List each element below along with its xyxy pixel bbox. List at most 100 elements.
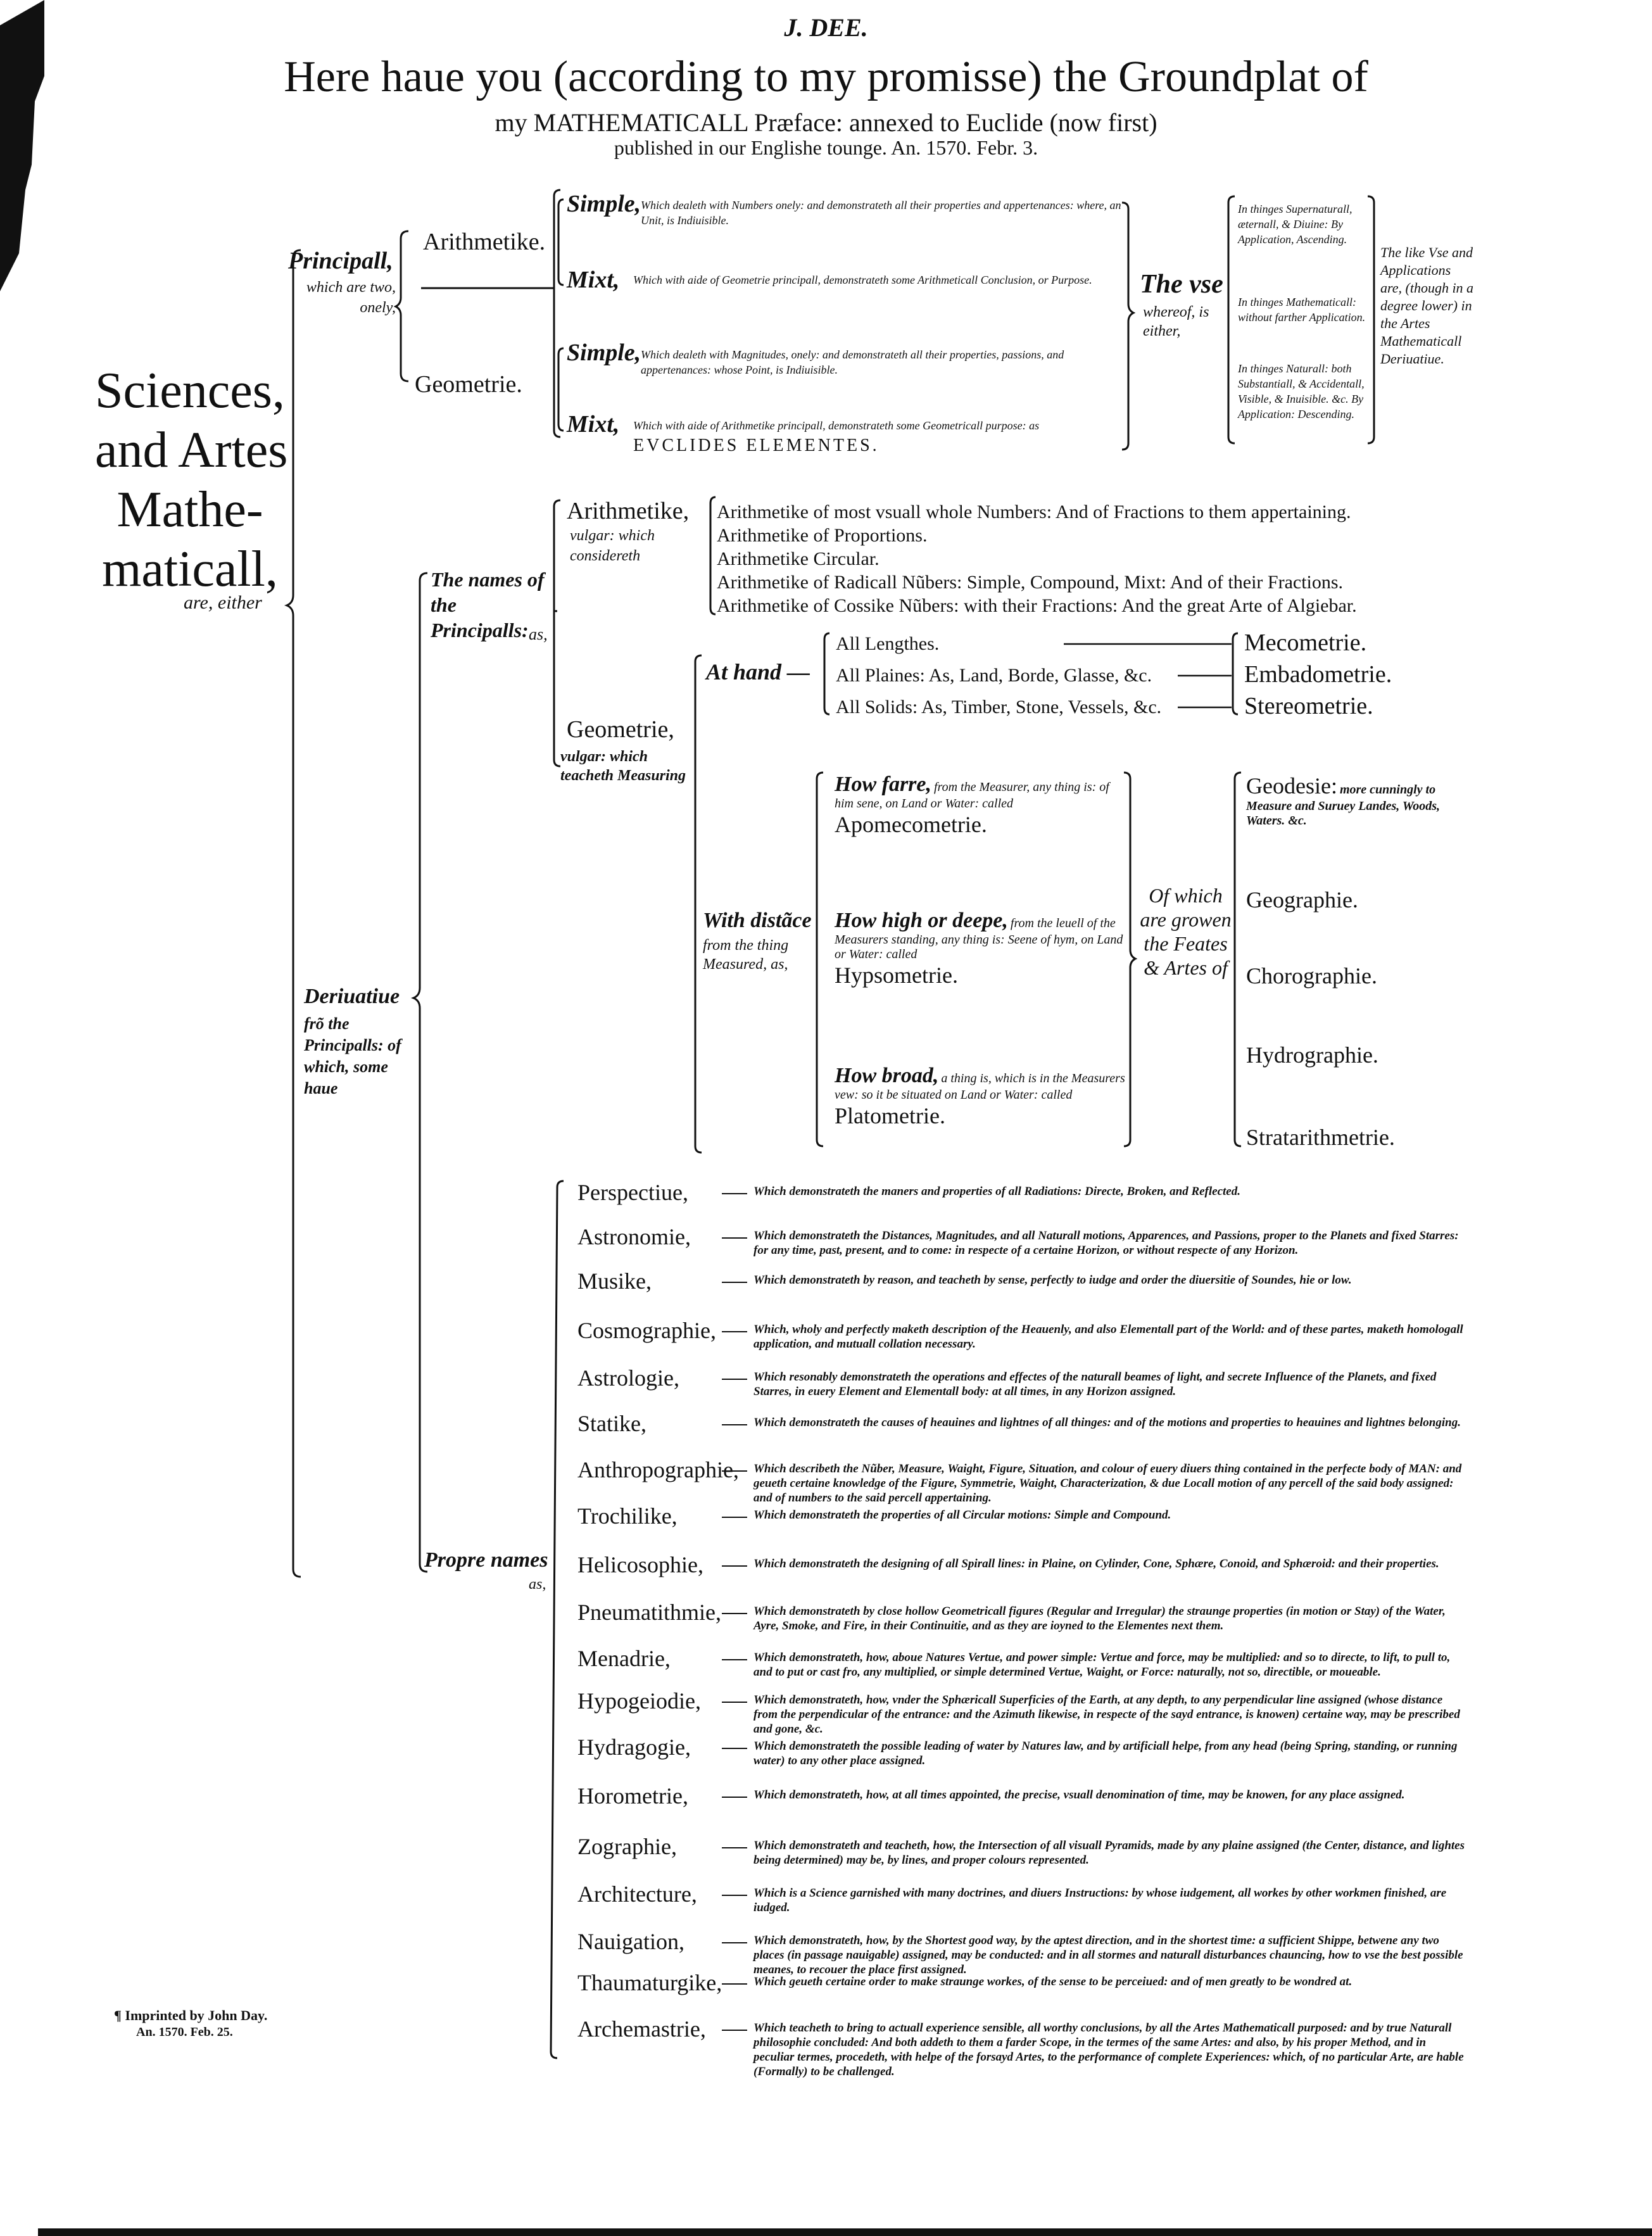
measure-head: How broad, — [835, 1064, 939, 1087]
propre-name: Horometrie, — [577, 1783, 688, 1809]
list-item: Arithmetike of Proportions. — [717, 525, 928, 546]
list-item: Arithmetike of Cossike Nũbers: with thei… — [717, 595, 1357, 616]
author-mark: J. DEE. — [784, 13, 868, 42]
feate-note: more cunningly to Measure and Suruey Lan… — [1246, 783, 1440, 828]
arith-mixt-text: Which with aide of Geometrie principall,… — [633, 274, 1092, 286]
root-line: maticall, — [102, 541, 278, 597]
propre-name: Archemastrie, — [577, 2016, 706, 2042]
measure-high: How high or deepe, from the leuell of th… — [835, 909, 1126, 989]
arith-vulgar-note: vulgar: which considereth — [570, 527, 655, 564]
propre-dash — [722, 1424, 747, 1425]
at-hand-thing: All Plaines: As, Land, Borde, Glasse, &c… — [836, 665, 1152, 686]
propre-name: Helicosophie, — [577, 1552, 703, 1577]
propre-name: Thaumaturgike, — [577, 1970, 722, 1995]
propre-text: Which demonstrateth the designing of all… — [753, 1557, 1439, 1570]
list-item: Arithmetike Circular. — [717, 548, 880, 569]
propre-dash — [722, 1895, 747, 1896]
propre-name: Anthropographie, — [577, 1457, 739, 1482]
propre-text: Which demonstrateth by close hollow Geom… — [753, 1605, 1446, 1633]
grown-label: Of which are growen the Feates & Artes o… — [1140, 884, 1232, 979]
measure-broad: How broad, a thing is, which is in the M… — [835, 1064, 1126, 1129]
feate-name: Geographie. — [1246, 887, 1358, 913]
measure-head: How high or deepe, — [835, 909, 1008, 932]
root-line: Sciences, — [95, 363, 285, 419]
at-hand-art: Stereometrie. — [1244, 693, 1373, 719]
propre-text: Which demonstrateth the causes of heauin… — [753, 1416, 1461, 1429]
measure-farre: How farre, from the Measurer, any thing … — [835, 773, 1126, 838]
propre-dash — [722, 1847, 747, 1848]
principall-label: Principall, — [288, 248, 393, 274]
arith-simple-label: Simple, — [567, 191, 641, 217]
propre-dash — [722, 1797, 747, 1798]
measure-text: from the Measurer, any thing is: of him … — [835, 780, 1109, 811]
geo-vulgar-note: vulgar: which teacheth Measuring — [560, 748, 686, 784]
propre-dash — [722, 1237, 747, 1239]
propre-dash — [722, 1748, 747, 1749]
propre-dash — [722, 1983, 747, 1985]
propre-name: Pneumatithmie, — [577, 1600, 721, 1625]
propre-name: Zographie, — [577, 1834, 677, 1859]
use-label-2: whereof, is either, — [1143, 304, 1209, 339]
propre-name: Cosmographie, — [577, 1318, 716, 1343]
propre-dash — [722, 2030, 747, 2031]
propre-text: Which geueth certaine order to make stra… — [753, 1975, 1352, 1988]
use-item: In thinges Naturall: both Substantiall, … — [1238, 362, 1365, 420]
root-line: and Artes — [95, 422, 288, 478]
feate-name: Geodesie: — [1246, 773, 1337, 799]
propre-name: Astronomie, — [577, 1224, 691, 1249]
propre-name: Nauigation, — [577, 1929, 684, 1954]
geo-mixt-label: Mixt, — [567, 411, 620, 438]
principall-note: which are two, onely, — [306, 279, 396, 316]
root-tail: are, either — [184, 592, 262, 613]
measure-name: Apomecometrie. — [835, 812, 987, 837]
at-hand-art: Embadometrie. — [1244, 661, 1392, 688]
propre-name: Trochilike, — [577, 1503, 678, 1529]
propre-as: as, — [529, 1576, 546, 1593]
arith-vulgar-label: Arithmetike, — [567, 498, 690, 524]
propre-dash — [722, 1702, 747, 1703]
feate-name: Hydrographie. — [1246, 1042, 1378, 1068]
propre-dash — [722, 1942, 747, 1943]
deriuatiue-note: frõ the Principalls: of which, some haue — [304, 1014, 401, 1097]
measure-text: a thing is, which is in the Measurers ve… — [835, 1071, 1125, 1102]
arithmetike-label: Arithmetike. — [423, 229, 546, 255]
geo-mixt-text: Which with aide of Arithmetike principal… — [633, 419, 1040, 432]
at-hand-art: Mecometrie. — [1244, 629, 1367, 656]
propre-text: Which demonstrateth, how, by the Shortes… — [753, 1934, 1463, 1976]
propre-dash — [722, 1613, 747, 1614]
propre-text: Which resonably demonstrateth the operat… — [753, 1370, 1437, 1398]
use-like: The like Vse and Applications are, (thou… — [1380, 244, 1474, 367]
propre-text: Which describeth the Nũber, Measure, Wai… — [753, 1462, 1462, 1505]
propre-name: Musike, — [577, 1268, 652, 1294]
propre-dash — [722, 1379, 747, 1380]
page-title: Here haue you (according to my promisse)… — [284, 53, 1368, 101]
geo-vulgar-label: Geometrie, — [567, 716, 674, 743]
propre-name: Hydragogie, — [577, 1734, 691, 1760]
arith-simple-text: Which dealeth with Numbers onely: and de… — [641, 199, 1121, 227]
propre-text: Which, wholy and perfectly maketh descri… — [753, 1323, 1463, 1351]
feate-name: Chorographie. — [1246, 963, 1377, 989]
use-item: In thinges Mathematicall: without farthe… — [1238, 296, 1366, 324]
geo-simple-text: Which dealeth with Magnitudes, onely: an… — [641, 348, 1064, 376]
propre-dash — [722, 1331, 747, 1332]
root-heading: Sciences, and Artes Mathe- maticall, — [95, 361, 288, 599]
list-item: Arithmetike of most vsuall whole Numbers… — [717, 502, 1351, 522]
imprint-line-1: ¶ Imprinted by John Day. — [114, 2007, 268, 2023]
deriuatiue-label: Deriuatiue — [304, 985, 400, 1008]
geo-mixt-tail: EVCLIDES ELEMENTES. — [633, 436, 880, 455]
propre-dash — [722, 1470, 747, 1472]
geo-simple-label: Simple, — [567, 339, 641, 366]
propre-text: Which demonstrateth, how, at all times a… — [753, 1788, 1405, 1802]
measure-name: Hypsometrie. — [835, 963, 958, 988]
propre-name: Architecture, — [577, 1881, 697, 1907]
use-label: The vse — [1140, 270, 1223, 299]
propre-text: Which demonstrateth the maners and prope… — [753, 1185, 1240, 1198]
propre-text: Which demonstrateth, how, vnder the Sphæ… — [753, 1693, 1460, 1736]
propre-dash — [722, 1282, 747, 1283]
propre-text: Which demonstrateth the possible leading… — [753, 1740, 1458, 1767]
list-item: Arithmetike of Radicall Nũbers: Simple, … — [717, 572, 1344, 593]
names-principalls-label: The names of the Principalls: — [431, 568, 545, 641]
at-hand-thing: All Solids: As, Timber, Stone, Vessels, … — [836, 697, 1162, 717]
